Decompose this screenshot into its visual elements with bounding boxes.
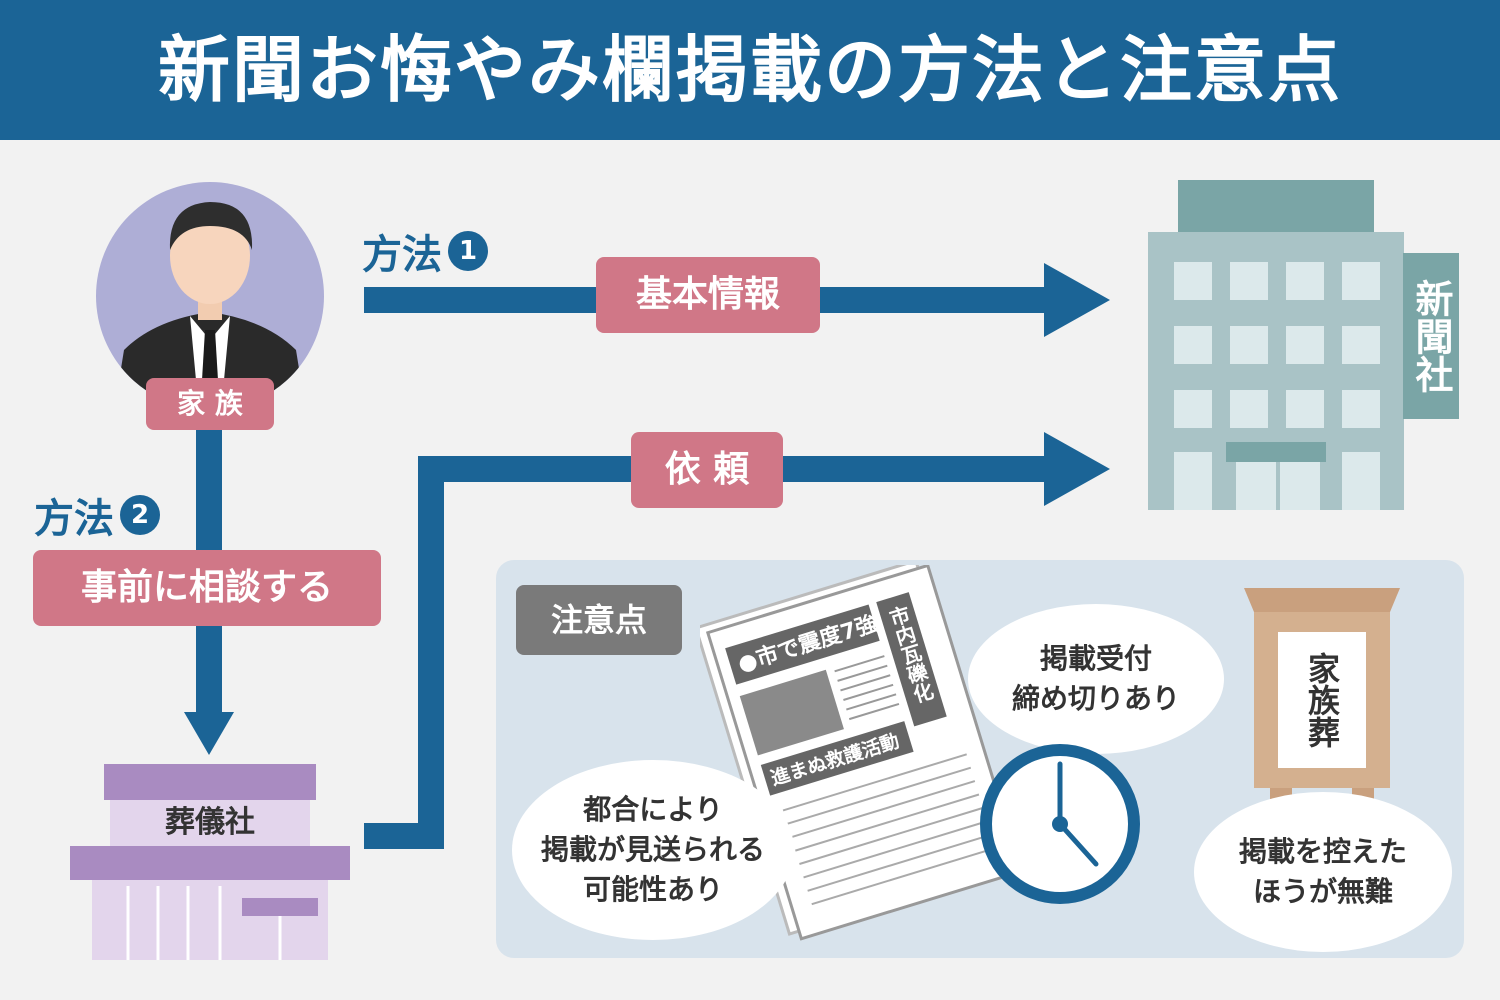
page-title: 新聞お悔やみ欄掲載の方法と注意点 bbox=[157, 28, 1342, 112]
arrow-request-path bbox=[364, 456, 1054, 849]
method1-heading: 方法 1 bbox=[362, 226, 488, 278]
arrow-method2-head bbox=[184, 712, 234, 755]
signboard-text: 家族葬 bbox=[1303, 652, 1341, 748]
clock-icon bbox=[980, 744, 1140, 904]
method1-number-badge: 1 bbox=[448, 231, 488, 271]
family-funeral-signboard-icon bbox=[1244, 588, 1400, 828]
newspaper-company-sign: 新聞社 bbox=[1403, 253, 1459, 419]
bubble-deadline-text: 掲載受付 締め切りあり bbox=[1011, 642, 1180, 715]
newspaper-building-icon bbox=[1148, 180, 1404, 510]
bubble-refrain-text: 掲載を控えた ほうが無難 bbox=[1238, 835, 1407, 908]
bubble-refrain: 掲載を控えた ほうが無難 bbox=[1194, 792, 1452, 952]
family-label: 家 族 bbox=[146, 378, 274, 430]
bubble-may-be-skipped-text: 都合により 掲載が見送られる 可能性あり bbox=[540, 793, 765, 906]
method2-number-badge: 2 bbox=[120, 495, 160, 535]
arrow-method1-head bbox=[1044, 263, 1110, 337]
arrow-request-head bbox=[1044, 432, 1110, 506]
method2-label: 方法 bbox=[34, 496, 114, 542]
bubble-may-be-skipped: 都合により 掲載が見送られる 可能性あり bbox=[512, 760, 794, 940]
bubble-deadline: 掲載受付 締め切りあり bbox=[968, 604, 1224, 754]
family-person-icon bbox=[96, 182, 324, 410]
method2-box: 事前に相談する bbox=[33, 550, 381, 626]
funeral-home-label: 葬儀社 bbox=[165, 805, 255, 840]
method1-box: 基本情報 bbox=[596, 257, 820, 333]
header-bar: 新聞お悔やみ欄掲載の方法と注意点 bbox=[0, 0, 1500, 140]
funeral-home-building-icon bbox=[70, 764, 350, 960]
method1-label: 方法 bbox=[362, 232, 442, 278]
request-box: 依 頼 bbox=[631, 432, 783, 508]
caution-tag: 注意点 bbox=[516, 585, 682, 655]
method2-heading: 方法 2 bbox=[34, 490, 160, 542]
